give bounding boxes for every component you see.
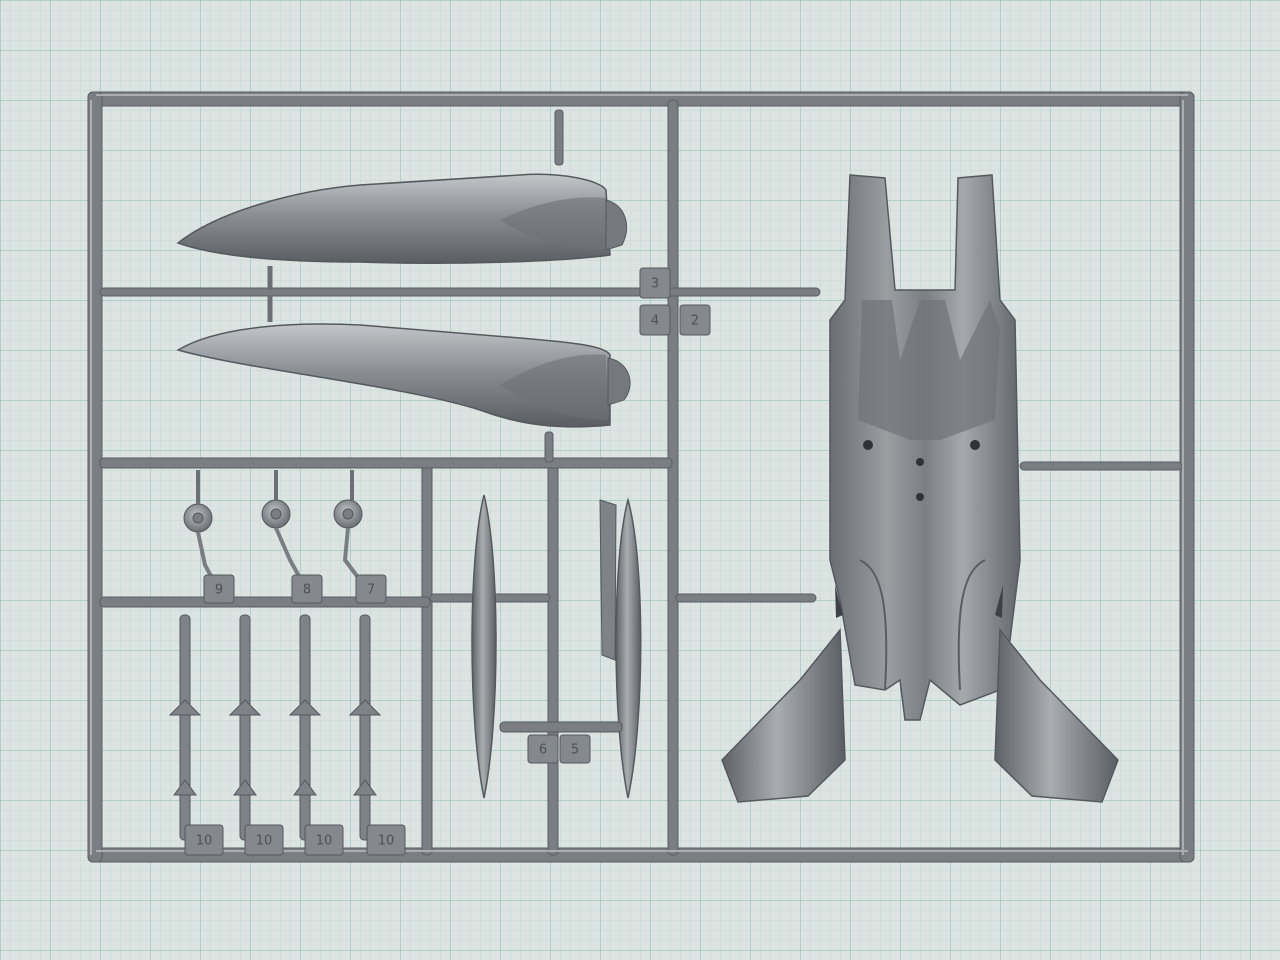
part-tab-group-wheels (203, 574, 387, 604)
main-fuselage-part (721, 174, 1119, 803)
part-number-10-d: 10 (378, 834, 395, 849)
fuselage-half-lower (176, 296, 631, 428)
part-number-8: 8 (303, 583, 311, 598)
drop-tank-right (599, 497, 642, 799)
part-number-9: 9 (215, 583, 223, 598)
part-number-10-c: 10 (316, 834, 333, 849)
part-number-4: 4 (651, 314, 659, 329)
missile-parts (168, 614, 382, 841)
part-tab-group-missiles (184, 824, 406, 856)
part-number-6: 6 (539, 743, 547, 758)
drop-tank-left (471, 494, 497, 799)
part-tab-group-tanks (499, 721, 623, 764)
part-number-2: 2 (691, 314, 699, 329)
fuselage-half-upper (176, 173, 627, 290)
part-tab-group-upper (639, 267, 711, 336)
part-number-3: 3 (651, 277, 659, 292)
part-number-7: 7 (367, 583, 375, 598)
part-number-10-a: 10 (196, 834, 213, 849)
landing-wheels (183, 470, 363, 582)
part-number-5: 5 (571, 743, 579, 758)
part-number-10-b: 10 (256, 834, 273, 849)
